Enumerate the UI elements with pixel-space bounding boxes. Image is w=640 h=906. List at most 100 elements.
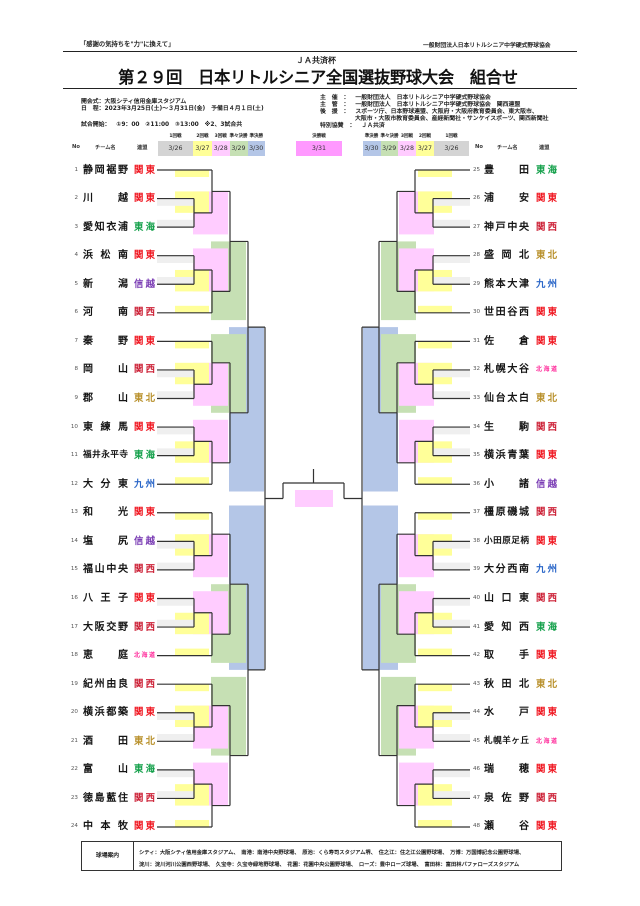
team-league: 関西 xyxy=(134,621,155,633)
team-name: 横浜都築 xyxy=(83,707,128,719)
team-league: 関東 xyxy=(134,164,155,176)
team-number: 36 xyxy=(473,480,481,487)
team-name: 札幌羊ヶ丘 xyxy=(484,735,529,746)
team-number: 29 xyxy=(473,280,481,287)
team-number: 4 xyxy=(74,252,78,259)
team-league: 九州 xyxy=(536,564,557,576)
round-label-left-3: 準々決勝 xyxy=(229,134,248,139)
team-number: 25 xyxy=(473,166,481,173)
team-league: 東海 xyxy=(536,621,557,633)
team-name: 川越 xyxy=(83,193,128,205)
team-number: 47 xyxy=(473,794,481,801)
team-league: 関西 xyxy=(134,792,155,804)
round-date-right-2: 3/28 xyxy=(398,141,416,156)
final-match-box xyxy=(295,490,333,507)
round2-shade xyxy=(175,819,209,827)
team-league: 関東 xyxy=(134,592,155,604)
team-league: 関東 xyxy=(536,764,557,776)
team-league: 関西 xyxy=(536,592,557,604)
team-number: 2 xyxy=(74,195,78,202)
round2-shade xyxy=(175,512,209,520)
round1-shade xyxy=(433,598,470,606)
team-league: 北海道 xyxy=(134,652,155,660)
team-name: 秋田北 xyxy=(484,678,529,690)
team-name: 瑞穂 xyxy=(484,764,529,776)
team-league: 関東 xyxy=(536,707,557,719)
cup-name: ＪＡ共済杯 xyxy=(296,55,336,65)
team-league: 東北 xyxy=(536,393,557,405)
round2-shade xyxy=(175,477,209,485)
team-name: 盛岡北 xyxy=(484,250,529,262)
round1-shade xyxy=(157,255,194,263)
team-name: 小諸 xyxy=(484,478,529,490)
team-league: 東北 xyxy=(134,735,155,747)
team-number: 43 xyxy=(473,680,481,687)
round2-shade xyxy=(175,684,209,692)
team-number: 28 xyxy=(473,252,481,259)
team-number: 8 xyxy=(74,366,78,373)
round2-shade xyxy=(175,341,209,349)
team-number: 20 xyxy=(70,709,78,716)
team-name: 水戸 xyxy=(484,707,529,719)
team-number: 32 xyxy=(473,366,481,373)
team-number: 10 xyxy=(70,423,78,430)
round-label-left-2: 3回戦 xyxy=(214,134,227,139)
round1-shade xyxy=(433,791,470,799)
team-number: 16 xyxy=(70,594,78,601)
team-number: 34 xyxy=(473,423,481,430)
team-number: 13 xyxy=(70,509,78,516)
team-league: 関東 xyxy=(134,250,155,262)
round1-shade xyxy=(157,219,194,228)
column-header-no-left: No xyxy=(72,144,80,150)
team-name: 世田谷西 xyxy=(484,307,529,319)
team-number: 39 xyxy=(473,566,481,573)
round-date-left-3: 3/29 xyxy=(229,141,248,156)
team-name: 熊本大津 xyxy=(484,278,529,290)
round-label-right-3: 準々決勝 xyxy=(380,134,399,139)
team-name: 新潟 xyxy=(83,278,128,290)
team-number: 3 xyxy=(74,223,78,230)
team-league: 関東 xyxy=(134,335,155,347)
team-name: 泉佐野 xyxy=(484,792,529,804)
team-league: 関東 xyxy=(134,193,155,205)
team-league: 関西 xyxy=(134,678,155,690)
team-league: 関東 xyxy=(134,821,155,833)
venue-guide-label: 球場案内 xyxy=(82,842,134,870)
team-league: 東北 xyxy=(134,393,155,405)
round1-shade xyxy=(433,734,470,742)
team-league: 九州 xyxy=(134,478,155,490)
round1-shade xyxy=(157,712,194,721)
team-number: 18 xyxy=(70,652,78,659)
team-number: 24 xyxy=(70,823,78,830)
slogan: 「感謝の気持ちを"力"に換えて」 xyxy=(80,41,175,48)
round-date-left-4: 3/30 xyxy=(247,141,265,156)
team-number: 21 xyxy=(70,737,78,744)
opening-ceremony-info: 開会式：大阪シティ信用金庫スタジアム xyxy=(81,98,187,105)
team-name: 浜松南 xyxy=(83,250,128,262)
team-name: 八王子 xyxy=(83,592,128,604)
column-header-no-right: No xyxy=(475,144,483,150)
team-name: 浦安 xyxy=(484,193,529,205)
team-number: 9 xyxy=(74,395,78,402)
team-league: 関東 xyxy=(536,650,557,662)
round-label-right-0: 1回戦 xyxy=(445,134,458,139)
round1-shade xyxy=(157,276,194,285)
round1-shade xyxy=(157,391,194,399)
team-league: 北海道 xyxy=(536,737,557,745)
team-league: 関西 xyxy=(134,307,155,319)
team-name: 郡山 xyxy=(83,393,128,405)
team-number: 15 xyxy=(70,566,78,573)
team-number: 12 xyxy=(70,480,78,487)
round-label-right-2: 3回戦 xyxy=(400,134,414,139)
team-league: 九州 xyxy=(536,278,557,290)
team-league: 信越 xyxy=(134,535,155,547)
team-league: 関西 xyxy=(134,364,155,376)
team-number: 40 xyxy=(473,594,481,601)
round1-shade xyxy=(157,619,194,628)
round1-shade xyxy=(157,427,194,435)
team-league: 北海道 xyxy=(536,366,557,374)
team-league: 関西 xyxy=(536,507,557,519)
title-rule xyxy=(63,87,577,89)
